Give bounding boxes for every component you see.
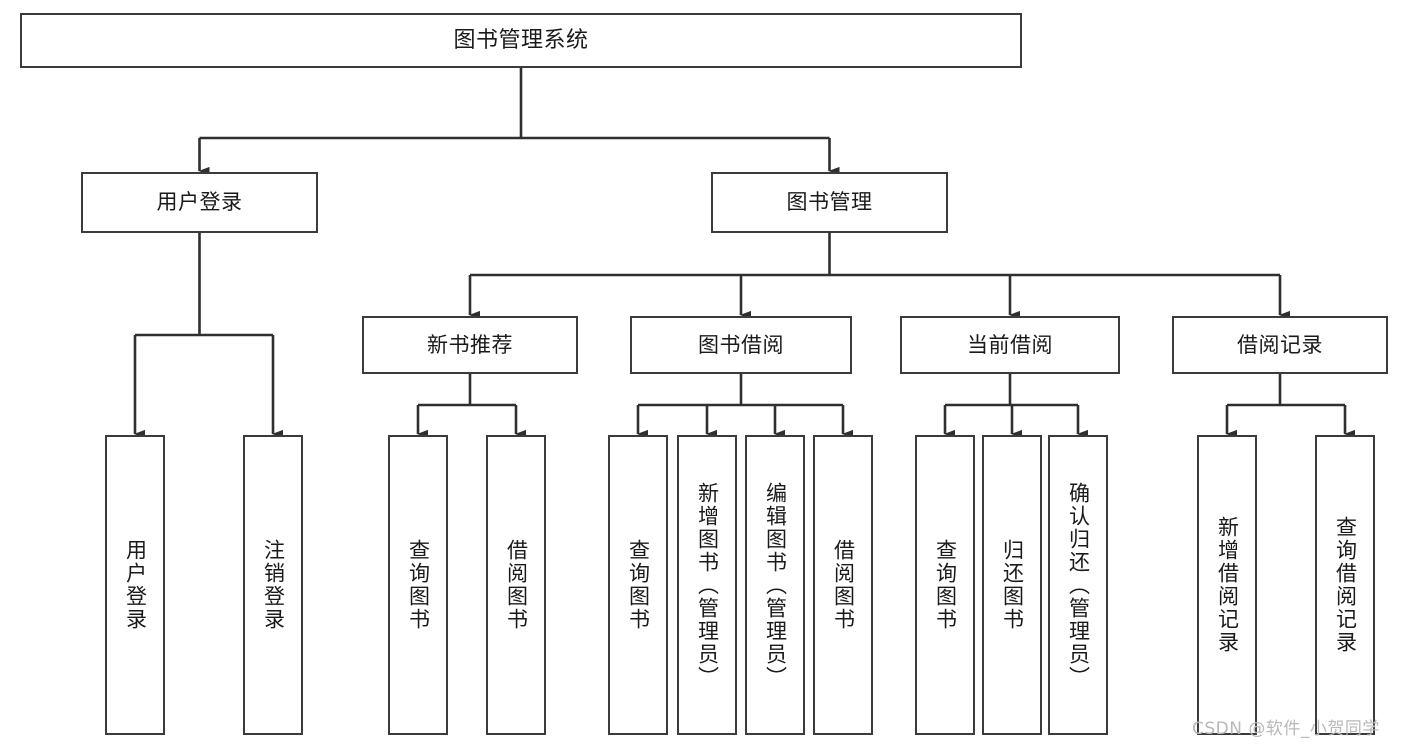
node-current_borrow[interactable]: 当前借阅 — [900, 316, 1120, 374]
node-label: 用户登录 — [156, 190, 243, 215]
node-label: 用户登录 — [123, 539, 148, 631]
node-label: 新书推荐 — [427, 332, 513, 357]
node-label: 查询图书 — [626, 539, 651, 631]
node-leaf_user_login[interactable]: 用户登录 — [105, 435, 165, 735]
node-leaf_query_book_3[interactable]: 查询图书 — [915, 435, 975, 735]
watermark-text: CSDN @软件_小贺同学 — [1192, 719, 1380, 739]
node-borrow_record[interactable]: 借阅记录 — [1172, 316, 1388, 374]
node-label: 确认归还（管理员） — [1066, 481, 1091, 689]
node-label: 新增图书（管理员） — [695, 481, 720, 689]
node-label: 注销登录 — [261, 539, 286, 631]
node-leaf_logout[interactable]: 注销登录 — [243, 435, 303, 735]
node-leaf_query_book_2[interactable]: 查询图书 — [608, 435, 668, 735]
node-leaf_query_record[interactable]: 查询借阅记录 — [1315, 435, 1375, 735]
node-leaf_return_book[interactable]: 归还图书 — [982, 435, 1042, 735]
node-label: 图书管理系统 — [453, 27, 589, 53]
node-label: 图书借阅 — [698, 332, 784, 357]
node-label: 查询图书 — [406, 539, 431, 631]
node-label: 归还图书 — [1000, 539, 1025, 631]
node-leaf_add_book[interactable]: 新增图书（管理员） — [677, 435, 737, 735]
node-label: 借阅图书 — [831, 539, 856, 631]
node-user_login[interactable]: 用户登录 — [81, 172, 318, 233]
node-label: 查询借阅记录 — [1333, 516, 1358, 654]
node-new_book_rec[interactable]: 新书推荐 — [362, 316, 578, 374]
node-label: 借阅图书 — [504, 539, 529, 631]
node-label: 编辑图书（管理员） — [763, 481, 788, 689]
node-label: 图书管理 — [786, 190, 873, 215]
node-label: 当前借阅 — [967, 332, 1053, 357]
node-label: 借阅记录 — [1237, 332, 1323, 357]
node-leaf_borrow_book_2[interactable]: 借阅图书 — [813, 435, 873, 735]
node-leaf_edit_book[interactable]: 编辑图书（管理员） — [745, 435, 805, 735]
node-leaf_add_record[interactable]: 新增借阅记录 — [1197, 435, 1257, 735]
node-label: 新增借阅记录 — [1215, 516, 1240, 654]
node-book_borrow[interactable]: 图书借阅 — [630, 316, 852, 374]
node-root[interactable]: 图书管理系统 — [20, 13, 1022, 68]
node-book_mgmt[interactable]: 图书管理 — [711, 172, 948, 233]
node-leaf_confirm_return[interactable]: 确认归还（管理员） — [1048, 435, 1108, 735]
node-leaf_query_book_1[interactable]: 查询图书 — [388, 435, 448, 735]
node-leaf_borrow_book_1[interactable]: 借阅图书 — [486, 435, 546, 735]
node-label: 查询图书 — [933, 539, 958, 631]
